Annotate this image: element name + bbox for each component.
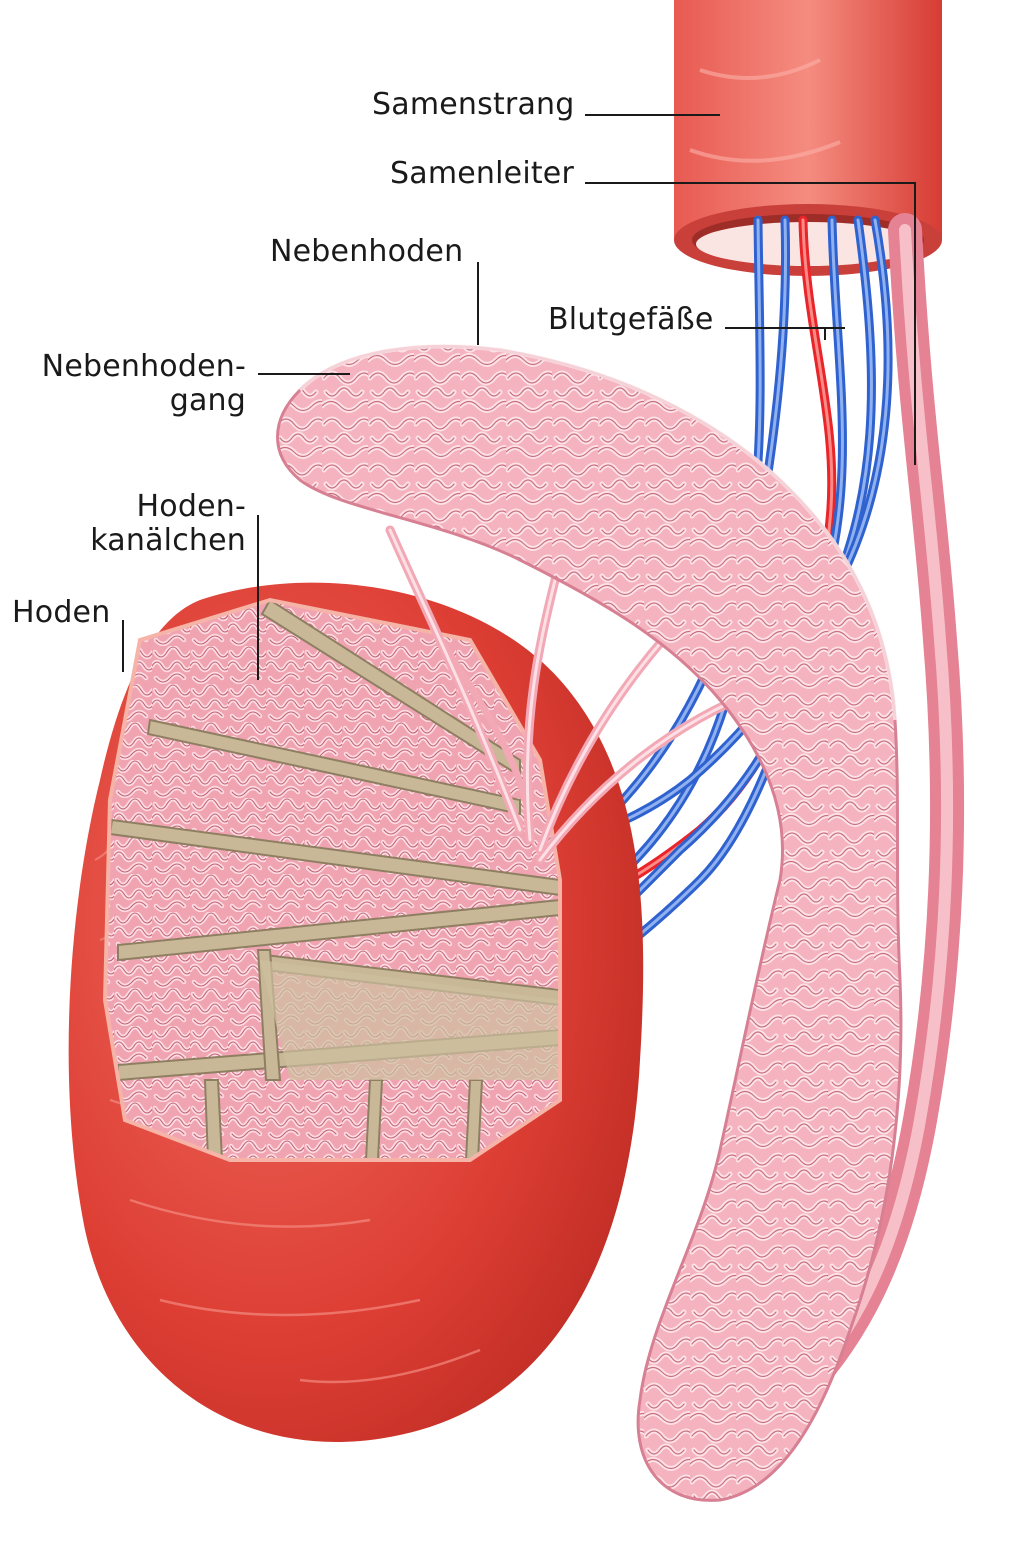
- label-hodenkanaelchen-line1: Hoden-: [136, 489, 246, 524]
- testis-cutaway: [102, 597, 562, 1162]
- label-nebenhoden: Nebenhoden: [270, 234, 464, 269]
- label-samenstrang: Samenstrang: [372, 87, 575, 122]
- label-samenleiter: Samenleiter: [390, 156, 575, 191]
- epididymis: [276, 344, 903, 1502]
- label-hoden: Hoden: [12, 595, 111, 630]
- leader-lines: [122, 114, 916, 680]
- leader-samenleiter: [585, 182, 916, 465]
- label-hodenkanaelchen-line2: kanälchen: [90, 523, 246, 558]
- label-nebenhodengang-line1: Nebenhoden-: [41, 349, 246, 384]
- label-nebenhodengang: Nebenhoden- gang: [40, 350, 246, 418]
- label-nebenhodengang-line2: gang: [169, 383, 246, 418]
- label-blutgefaesse: Blutgefäße: [548, 302, 714, 337]
- label-hodenkanaelchen: Hoden- kanälchen: [90, 490, 246, 558]
